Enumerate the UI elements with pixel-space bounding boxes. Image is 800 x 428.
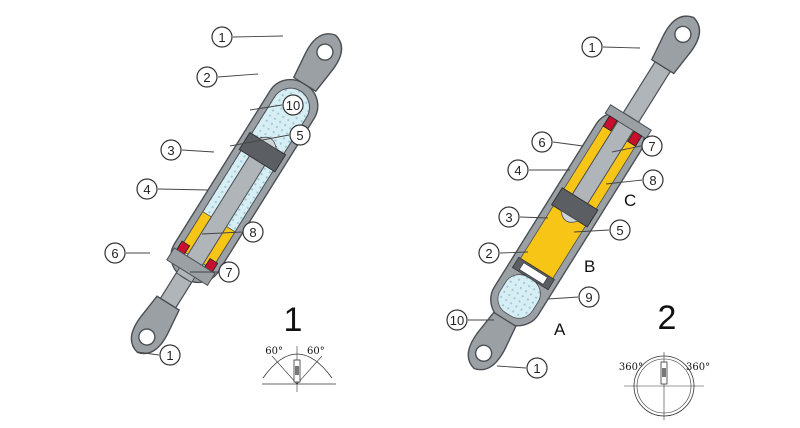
fig1-leaders xyxy=(126,35,290,356)
callout-fig1-1-bottom: 1 xyxy=(159,344,181,366)
svg-text:1: 1 xyxy=(533,361,540,376)
callout-fig1-3: 3 xyxy=(160,139,182,161)
callout-fig2-5: 5 xyxy=(609,219,631,241)
fig1-angle-icon: 60° 60° xyxy=(262,346,336,392)
fig2-top-eye xyxy=(650,15,701,75)
svg-text:3: 3 xyxy=(167,143,174,158)
callout-fig1-2: 2 xyxy=(196,66,218,88)
svg-text:4: 4 xyxy=(514,163,521,178)
callout-fig1-7: 7 xyxy=(218,261,240,283)
svg-text:7: 7 xyxy=(648,139,655,154)
callout-fig1-5: 5 xyxy=(289,124,311,146)
fig1-angle-right: 60° xyxy=(307,346,325,357)
svg-text:9: 9 xyxy=(585,290,592,305)
fig1-top-eye xyxy=(292,33,343,93)
svg-text:1: 1 xyxy=(218,30,225,45)
svg-text:6: 6 xyxy=(538,135,545,150)
zone-label-b: B xyxy=(584,257,595,276)
callout-fig2-8: 8 xyxy=(642,169,664,191)
svg-text:4: 4 xyxy=(143,182,150,197)
fig2-rotation-icon: 360° 360° xyxy=(619,352,710,420)
svg-text:2: 2 xyxy=(203,70,210,85)
svg-text:10: 10 xyxy=(450,313,464,328)
zone-label-a: A xyxy=(554,320,566,339)
fig1-angle-left: 60° xyxy=(265,346,283,357)
callout-fig2-2: 2 xyxy=(478,242,500,264)
svg-text:7: 7 xyxy=(225,265,232,280)
zone-label-c: C xyxy=(624,191,636,210)
callout-fig1-10: 10 xyxy=(282,94,304,116)
svg-text:8: 8 xyxy=(249,225,256,240)
svg-text:1: 1 xyxy=(166,348,173,363)
callout-fig1-4: 4 xyxy=(136,178,158,200)
figure-number-2: 2 xyxy=(658,299,677,337)
fig2-leaders xyxy=(468,46,643,369)
fig1-cylinder xyxy=(166,78,319,286)
callout-fig2-7: 7 xyxy=(641,135,663,157)
callout-fig1-6: 6 xyxy=(104,242,126,264)
svg-text:10: 10 xyxy=(286,98,300,113)
svg-text:5: 5 xyxy=(296,128,303,143)
svg-text:3: 3 xyxy=(505,210,512,225)
callout-fig2-1-top: 1 xyxy=(581,36,603,58)
figure-1-gas-spring xyxy=(130,33,343,355)
figure-2-hydraulic-damper xyxy=(467,15,701,371)
callout-fig2-1-bottom: 1 xyxy=(526,357,548,379)
fig2-bottom-eye xyxy=(467,311,517,371)
fig2-cylinder xyxy=(490,104,652,327)
svg-text:1: 1 xyxy=(588,40,595,55)
callout-fig2-3: 3 xyxy=(498,206,520,228)
callout-fig1-1-top: 1 xyxy=(211,26,233,48)
fig2-angle-right: 360° xyxy=(686,362,710,373)
svg-text:8: 8 xyxy=(649,173,656,188)
svg-text:2: 2 xyxy=(485,246,492,261)
svg-text:5: 5 xyxy=(616,223,623,238)
fig2-angle-left: 360° xyxy=(619,362,643,373)
callout-fig2-9: 9 xyxy=(578,286,600,308)
figure-number-1: 1 xyxy=(284,301,303,339)
callout-fig2-6: 6 xyxy=(531,131,553,153)
callout-fig2-4: 4 xyxy=(507,159,529,181)
callout-fig1-8: 8 xyxy=(242,221,264,243)
callout-fig2-10: 10 xyxy=(446,309,468,331)
svg-text:6: 6 xyxy=(111,246,118,261)
